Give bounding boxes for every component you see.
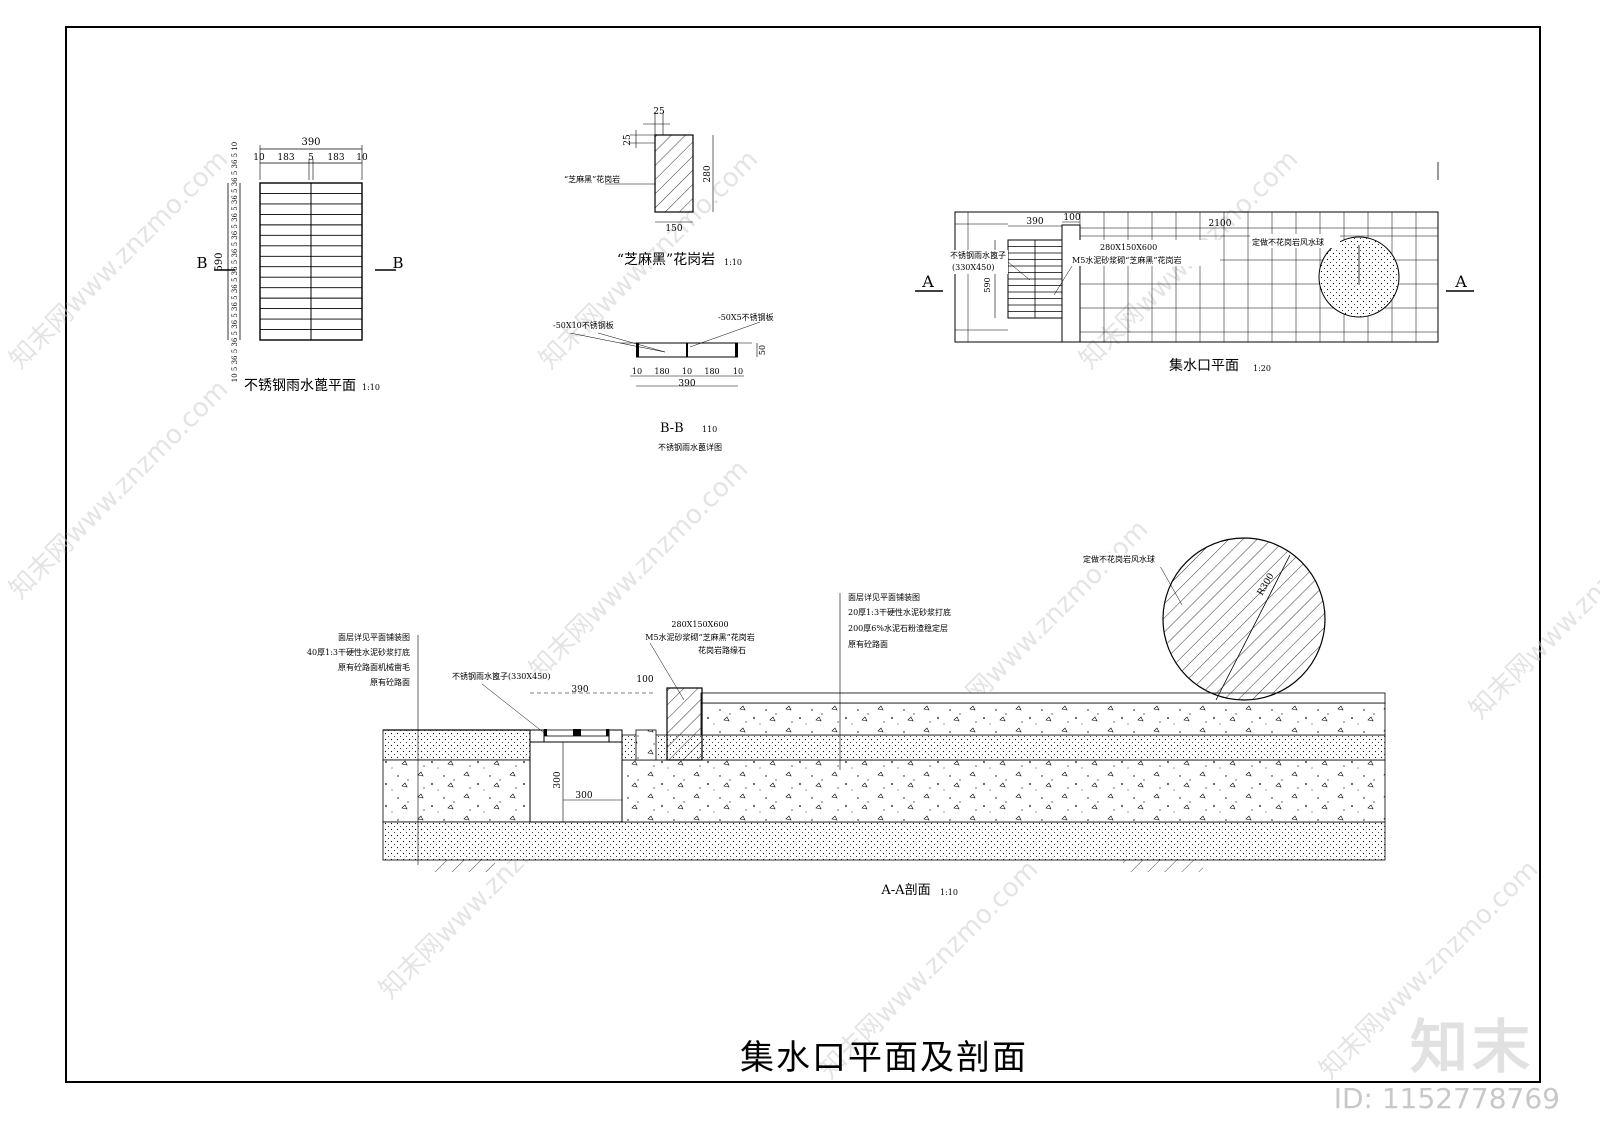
granite-dim-side: 25: [623, 134, 633, 146]
aa-left-layer-4: 原有砼路面: [370, 677, 410, 687]
bb-dim-1: 10: [632, 367, 642, 376]
brand-logo: 知末: [1409, 1013, 1534, 1081]
grate-section-mark-left: B: [196, 254, 207, 272]
inlet-dim-c: 2100: [1209, 219, 1232, 229]
image-id: ID: 1152778769: [1333, 1082, 1560, 1115]
bb-dim-5: 10: [733, 367, 743, 376]
inlet-label-stone-1: 280X150X600: [1100, 243, 1157, 252]
aa-right-layer-3: 200厚6%水泥石粉渣稳定层: [848, 623, 948, 633]
bb-label-right: -50X5不锈钢板: [718, 312, 774, 322]
grate-dim-stack: 10 5 36 5 36 5 36 5 36 5 36 5 36 5 36 5 …: [231, 142, 239, 382]
grate-dim-5: 10: [356, 153, 368, 163]
aa-scale: 1:10: [940, 888, 958, 897]
aa-right-layer-4: 原有砼路面: [848, 639, 888, 649]
aa-grate-label: 不锈钢雨水篦子(330X450): [452, 671, 550, 681]
aa-stone-label-3: 花岗岩路缘石: [698, 645, 746, 655]
grate-dim-total: 390: [301, 137, 320, 148]
granite-dim-top: 25: [653, 107, 665, 117]
grate-dim-3: 5: [308, 153, 314, 163]
aa-right-layer-2: 20厚1:3干硬性水泥砂浆打底: [848, 607, 951, 617]
inlet-section-mark-right: A: [1454, 272, 1467, 291]
inlet-dim-a: 390: [1026, 217, 1043, 227]
aa-left-layer-3: 原有砼路面机械凿毛: [338, 662, 410, 672]
inlet-label-ball: 定做不花岗岩风水球: [1252, 237, 1324, 247]
inlet-dim-height: 590: [983, 277, 992, 292]
aa-title: A-A剖面: [880, 883, 930, 898]
inlet-plan-title: 集水口平面: [1169, 357, 1239, 374]
inlet-dim-b: 100: [1063, 213, 1080, 223]
granite-dim-width: 150: [665, 224, 682, 234]
bb-scale: 110: [702, 425, 717, 434]
aa-ball-label: 定做不花岗岩风水球: [1083, 554, 1155, 564]
watermark-4: 知末网www.znzmo.com: [4, 374, 235, 605]
bb-title: B-B: [660, 421, 684, 436]
aa-stone-label-2: M5水泥砂浆砌“芝麻黑”花岗岩: [645, 632, 754, 642]
grate-dim-1: 10: [253, 153, 265, 163]
inlet-label-grate-2: (330X450): [952, 263, 994, 272]
grate-dim-2: 183: [277, 153, 294, 163]
aa-left-layer-2: 40厚1:3干硬性水泥砂浆打底: [307, 647, 410, 657]
grate-section-mark-right: B: [392, 254, 403, 272]
bb-label-left: -50X10不锈钢板: [553, 320, 614, 330]
aa-dim-300-vertical: 300: [553, 771, 563, 788]
bb-dim-2: 180: [654, 367, 669, 376]
bb-dim-4: 180: [704, 367, 719, 376]
aa-dim-300-horizontal: 300: [575, 791, 592, 801]
granite-label: “芝麻黑”花岗岩: [564, 174, 620, 184]
inlet-plan: 390 100 2100 590 不锈钢雨水篦子 (330X450) 280X1…: [915, 162, 1474, 374]
sheet-border: [65, 26, 1541, 1083]
grate-plan-scale: 1:10: [362, 383, 380, 392]
aa-dim-390: 390: [571, 685, 588, 695]
grate-plan: 390 10 183 5 183 10 590 10 5 36 5 36 5 3…: [196, 137, 403, 394]
section-aa: R300 定做不花岗岩风水球 面层详见平面铺装图 40厚1:3干硬性水泥砂浆打底…: [307, 537, 1386, 898]
aa-right-layer-1: 面层详见平面铺装图: [848, 592, 920, 602]
bb-subtitle: 不锈钢雨水蓖详图: [658, 442, 722, 452]
watermark-7: 知末网www.znzmo.com: [1464, 494, 1600, 725]
inlet-plan-scale: 1:20: [1253, 364, 1271, 373]
grate-dim-4: 183: [327, 153, 344, 163]
inlet-label-grate-1: 不锈钢雨水篦子: [950, 250, 1006, 260]
grate-dim-height: 590: [214, 252, 225, 271]
bb-detail: -50X10不锈钢板 -50X5不锈钢板 50 10 180 10 180 10…: [553, 312, 774, 452]
granite-scale: 1:10: [724, 258, 742, 267]
sheet-title: 集水口平面及剖面: [740, 1038, 1028, 1078]
inlet-section-mark-left: A: [921, 272, 934, 291]
granite-dim-height: 280: [703, 165, 713, 182]
grate-plan-title: 不锈钢雨水蓖平面: [244, 378, 356, 394]
grate-slats: [260, 193, 362, 330]
bb-dim-total: 390: [678, 379, 695, 389]
aa-left-layer-1: 面层详见平面铺装图: [338, 632, 410, 642]
bb-dim-3: 10: [682, 367, 692, 376]
inlet-label-stone-2: M5水泥砂浆砌“芝麻黑”花岗岩: [1072, 255, 1181, 265]
aa-dim-100: 100: [636, 675, 653, 685]
granite-title: “芝麻黑”花岗岩: [617, 252, 715, 268]
aa-stone-label-1: 280X150X600: [671, 620, 728, 629]
bb-dim-height: 50: [758, 345, 767, 355]
granite-detail: 25 25 280 150 “芝麻黑”花岗岩 “芝麻黑”花岗岩 1:10: [564, 107, 742, 268]
